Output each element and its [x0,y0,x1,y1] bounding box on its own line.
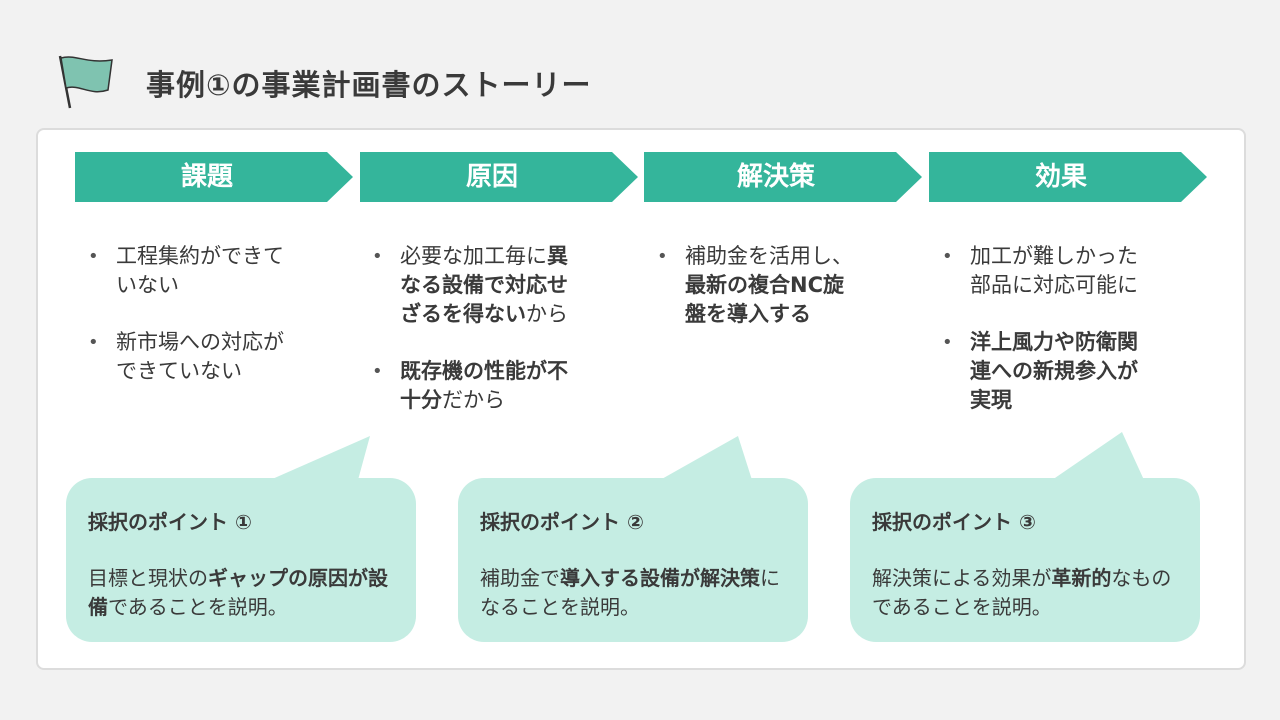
text: 加工が難しかった部品に対応可能に [970,244,1138,297]
step-header-solution: 解決策 [644,152,922,202]
point-text: 目標と現状のギャップの原因が設備であることを説明。 [88,564,406,622]
column-effect: 加工が難しかった部品に対応可能に洋上風力や防衛関連への新規参入が実現 [940,242,1140,443]
step-header-effect: 効果 [929,152,1207,202]
bold-text: 革新的 [1051,566,1112,590]
text: 補助金で [480,566,560,590]
bullet-item: 必要な加工毎に異なる設備で対応せざるを得ないから [370,242,570,329]
bullet-item: 工程集約ができていない [86,242,286,300]
text: になることを説明。 [480,566,780,619]
step-header-issue: 課題 [75,152,353,202]
text: なものであることを説明。 [872,566,1172,619]
point-bubble-1: 採択のポイント ① 目標と現状のギャップの原因が設備であることを説明。 [66,478,416,642]
text: だから [442,388,505,412]
column-issue: 工程集約ができていない新市場への対応ができていない [86,242,286,414]
bullet-item: 補助金を活用し、最新の複合NC旋盤を導入する [655,242,855,329]
point-text: 解決策による効果が革新的なものであることを説明。 [872,564,1190,622]
bold-text: 導入する設備が解決策 [560,566,760,590]
bold-text: ギャップの原因が設備 [88,566,388,619]
bullet-item: 加工が難しかった部品に対応可能に [940,242,1140,300]
text: 工程集約ができていない [116,244,284,297]
column-cause: 必要な加工毎に異なる設備で対応せざるを得ないから既存機の性能が不十分だから [370,242,570,443]
point-title: 採択のポイント ② [480,510,644,534]
column-solution: 補助金を活用し、最新の複合NC旋盤を導入する [655,242,855,357]
text: 解決策による効果が [872,566,1052,590]
bold-text: 既存機の性能が不十分 [400,359,568,412]
text: 補助金を活用し、 [685,244,853,268]
point-title: 採択のポイント ① [88,510,252,534]
point-text: 補助金で導入する設備が解決策になることを説明。 [480,564,798,622]
text: 必要な加工毎に [400,244,547,268]
page-title: 事例①の事業計画書のストーリー [146,68,592,102]
step-header-cause: 原因 [360,152,638,202]
text: 目標と現状の [88,566,208,590]
point-title: 採択のポイント ③ [872,510,1036,534]
bullet-item: 既存機の性能が不十分だから [370,357,570,415]
bullet-item: 洋上風力や防衛関連への新規参入が実現 [940,328,1140,415]
bold-text: 異なる設備で対応せざるを得ない [400,244,568,326]
bullet-item: 新市場への対応ができていない [86,328,286,386]
text: 新市場への対応ができていない [116,330,284,383]
point-bubble-3: 採択のポイント ③ 解決策による効果が革新的なものであることを説明。 [850,478,1200,642]
text: から [526,302,568,326]
text: であることを説明。 [108,595,288,619]
flag-icon [58,55,113,109]
bold-text: 洋上風力や防衛関連への新規参入が実現 [970,330,1138,412]
point-bubble-2: 採択のポイント ② 補助金で導入する設備が解決策になることを説明。 [458,478,808,642]
bold-text: 最新の複合NC旋盤を導入する [685,273,844,326]
